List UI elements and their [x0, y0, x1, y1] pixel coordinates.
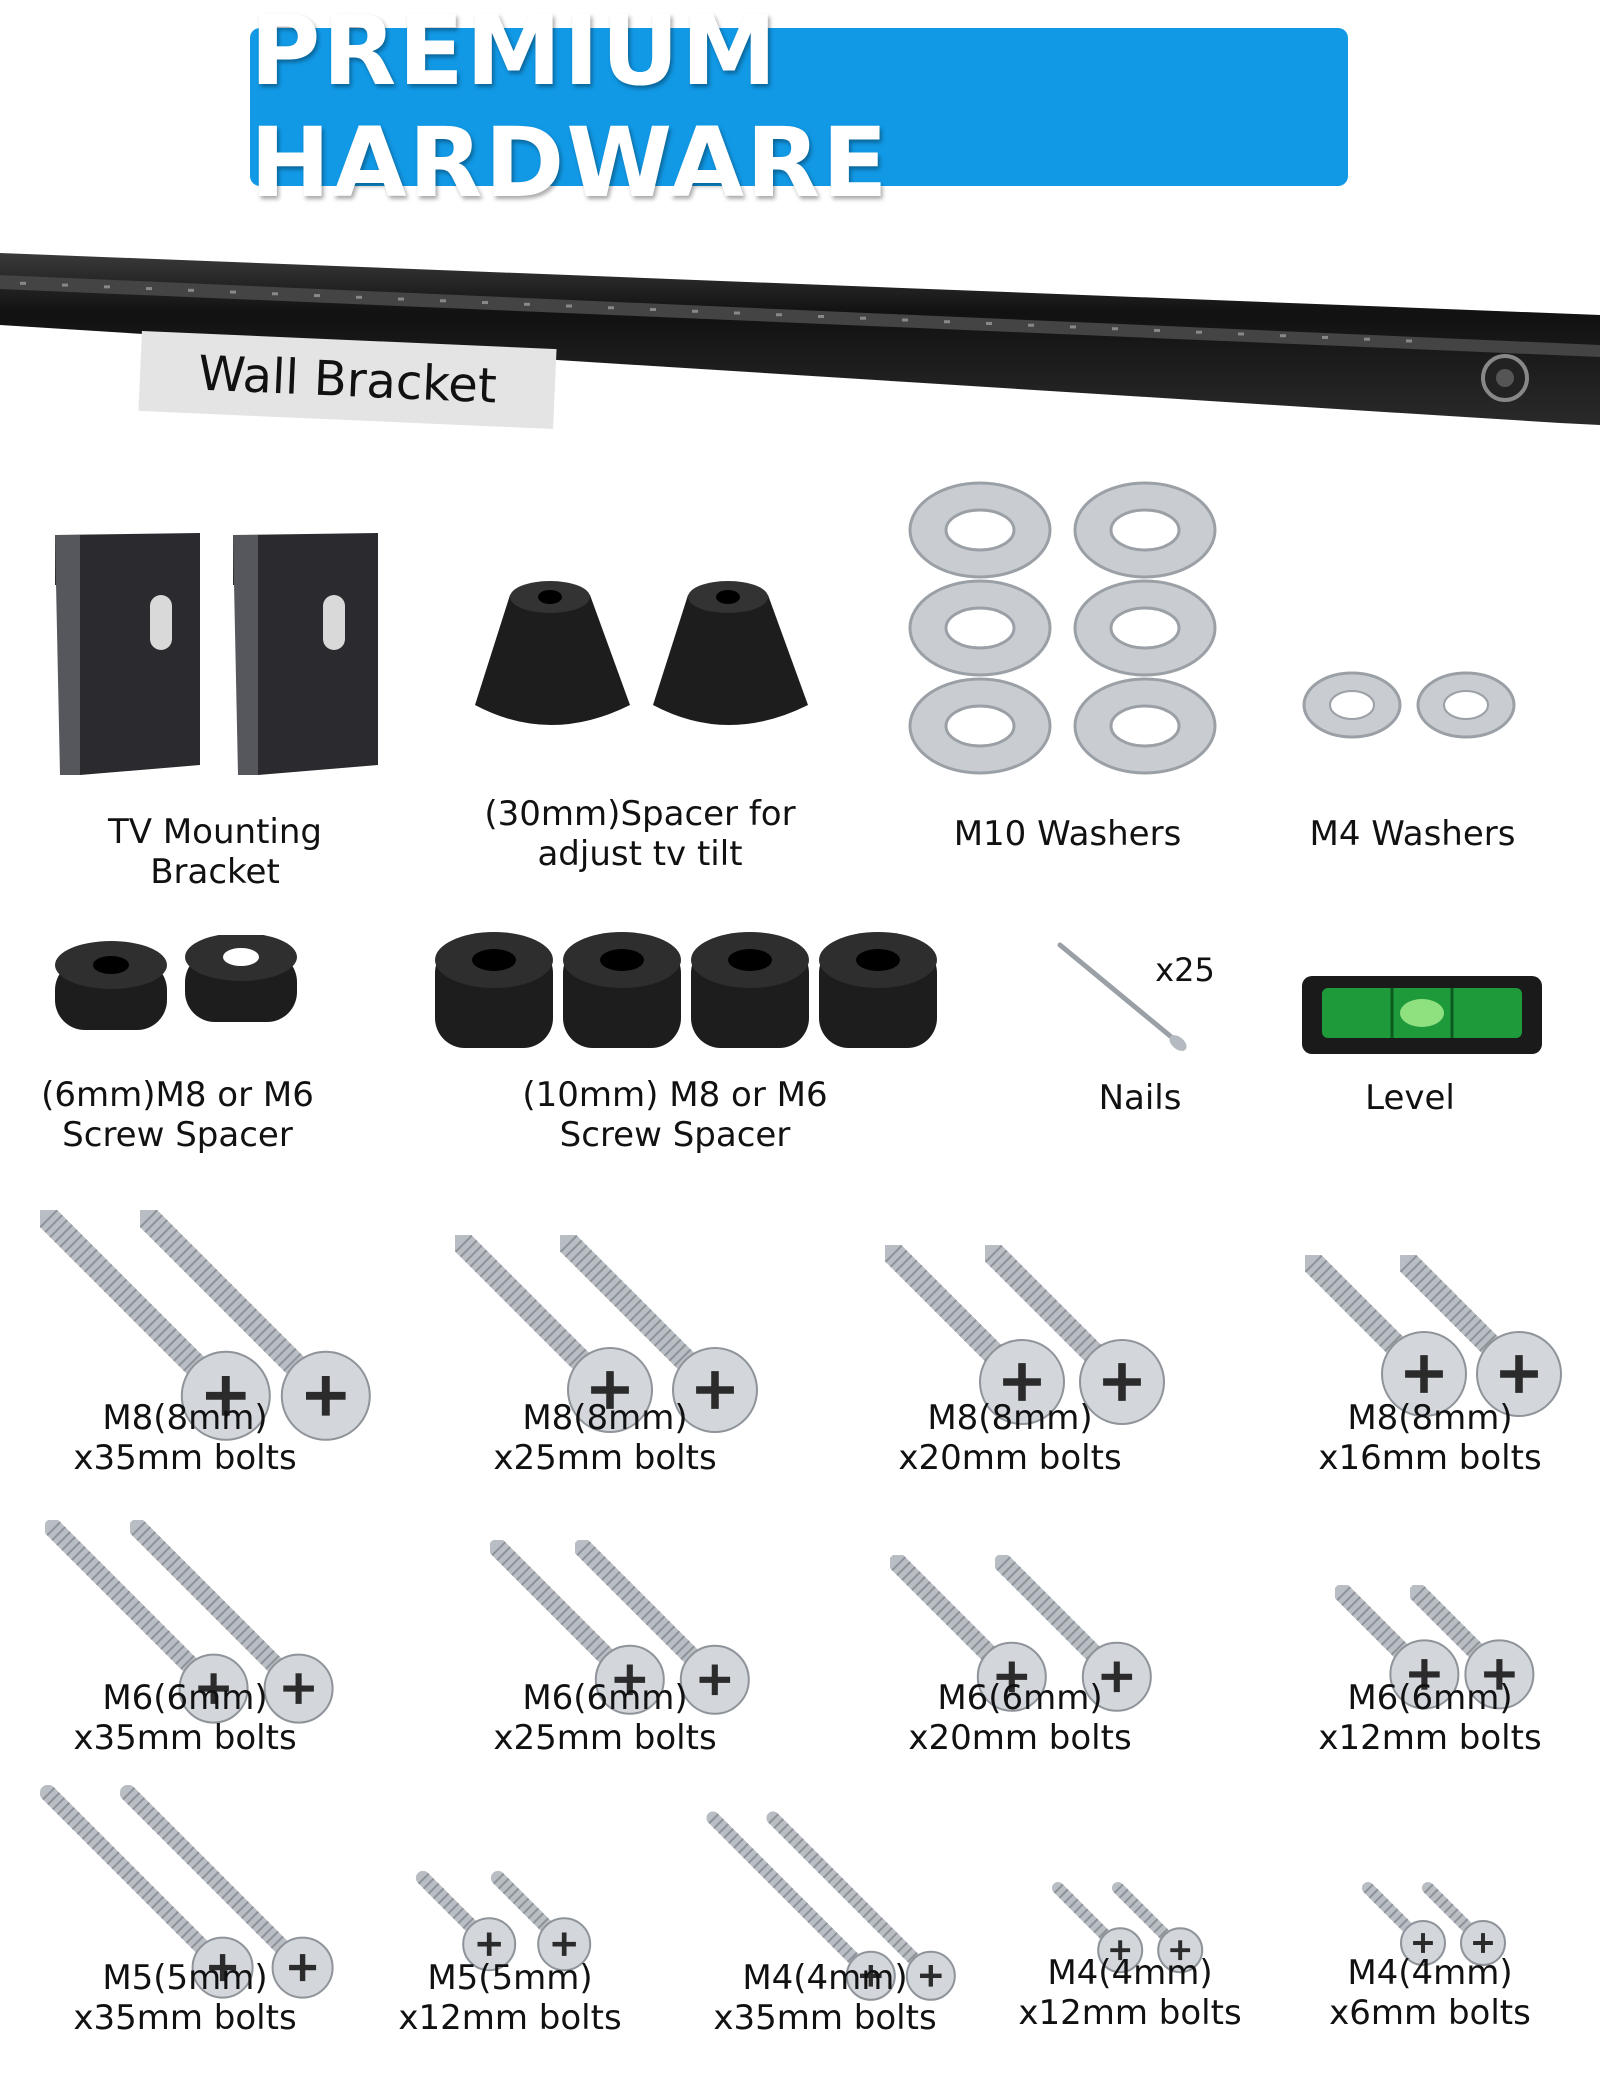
bolt-m8-35-image [140, 1210, 371, 1441]
tv-mounting-bracket-label: TV Mounting Bracket [108, 812, 322, 892]
bolt-m8-25-image [560, 1235, 758, 1433]
bolt-m8-20-label: M8(8mm) x20mm bolts [898, 1398, 1122, 1478]
bolt-m8-35-image [40, 1210, 271, 1441]
bolt-m4-35-label: M4(4mm) x35mm bolts [713, 1958, 937, 2038]
bolt-m8-20-image [885, 1245, 1065, 1425]
bolt-m4-12-image [1111, 1881, 1204, 1974]
level-label: Level [1365, 1078, 1455, 1118]
bolt-m8-16-image [1305, 1255, 1467, 1417]
bolt-m5-12-label: M5(5mm) x12mm bolts [398, 1958, 622, 2038]
bolt-m4-6-image [1421, 1881, 1506, 1966]
10mm-screw-spacer-label: (10mm) M8 or M6 Screw Spacer [522, 1075, 828, 1155]
bolt-m5-12-image [490, 1870, 592, 1972]
bolt-m8-20-image [985, 1245, 1165, 1425]
bolt-m4-6-image [1361, 1881, 1446, 1966]
level-image [1302, 976, 1542, 1054]
bolt-m6-35-image [45, 1520, 249, 1724]
bolt-m8-16-label: M8(8mm) x16mm bolts [1318, 1398, 1542, 1478]
bolt-m6-35-label: M6(6mm) x35mm bolts [73, 1678, 297, 1758]
nails-quantity: x25 [1155, 951, 1215, 989]
bolt-m6-12-image [1410, 1585, 1535, 1710]
bolt-m8-25-image [455, 1235, 653, 1433]
m10-washers-image [908, 481, 1217, 775]
bolt-m5-35-image [120, 1785, 334, 1999]
bolt-m6-20-image [890, 1555, 1047, 1712]
wall-bracket-rail-image [0, 253, 1600, 425]
tilt-spacer-image [475, 581, 808, 725]
bolt-m6-25-image [575, 1540, 750, 1715]
bolt-m6-35-image [130, 1520, 334, 1724]
bolt-m4-35-image [706, 1811, 896, 2001]
bolt-m6-25-label: M6(6mm) x25mm bolts [493, 1678, 717, 1758]
bolt-m5-35-label: M5(5mm) x35mm bolts [73, 1958, 297, 2038]
nail-image [1057, 942, 1187, 1051]
10mm-screw-spacer-image [435, 932, 937, 1048]
title-banner: PREMIUM HARDWARE [250, 0, 1348, 219]
m10-washers-label: M10 Washers [953, 814, 1182, 854]
bolt-m4-12-label: M4(4mm) x12mm bolts [1018, 1953, 1242, 2033]
m4-washers-label: M4 Washers [1309, 814, 1516, 854]
bolt-m4-12-image [1051, 1881, 1144, 1974]
bolt-m6-20-image [995, 1555, 1152, 1712]
nails-label: Nails [1098, 1078, 1182, 1118]
bolt-m6-12-label: M6(6mm) x12mm bolts [1318, 1678, 1542, 1758]
m4-washers-image [1302, 671, 1516, 739]
bolt-m4-35-image [766, 1811, 956, 2001]
6mm-screw-spacer-label: (6mm)M8 or M6 Screw Spacer [41, 1075, 314, 1155]
bolt-m4-6-label: M4(4mm) x6mm bolts [1329, 1953, 1531, 2033]
bolt-m5-12-image [415, 1870, 517, 1972]
tv-mounting-bracket-image [55, 533, 378, 775]
bolt-m8-35-label: M8(8mm) x35mm bolts [73, 1398, 297, 1478]
page-title: PREMIUM HARDWARE [250, 0, 890, 219]
bolt-m6-20-label: M6(6mm) x20mm bolts [908, 1678, 1132, 1758]
bolt-m8-25-label: M8(8mm) x25mm bolts [493, 1398, 717, 1478]
bolt-m6-12-image [1335, 1585, 1460, 1710]
6mm-screw-spacer-image [55, 935, 297, 1030]
bolt-m5-35-image [40, 1785, 254, 1999]
tilt-spacer-label: (30mm)Spacer for adjust tv tilt [484, 794, 796, 874]
bolt-m8-16-image [1400, 1255, 1562, 1417]
bolt-m6-25-image [490, 1540, 665, 1715]
